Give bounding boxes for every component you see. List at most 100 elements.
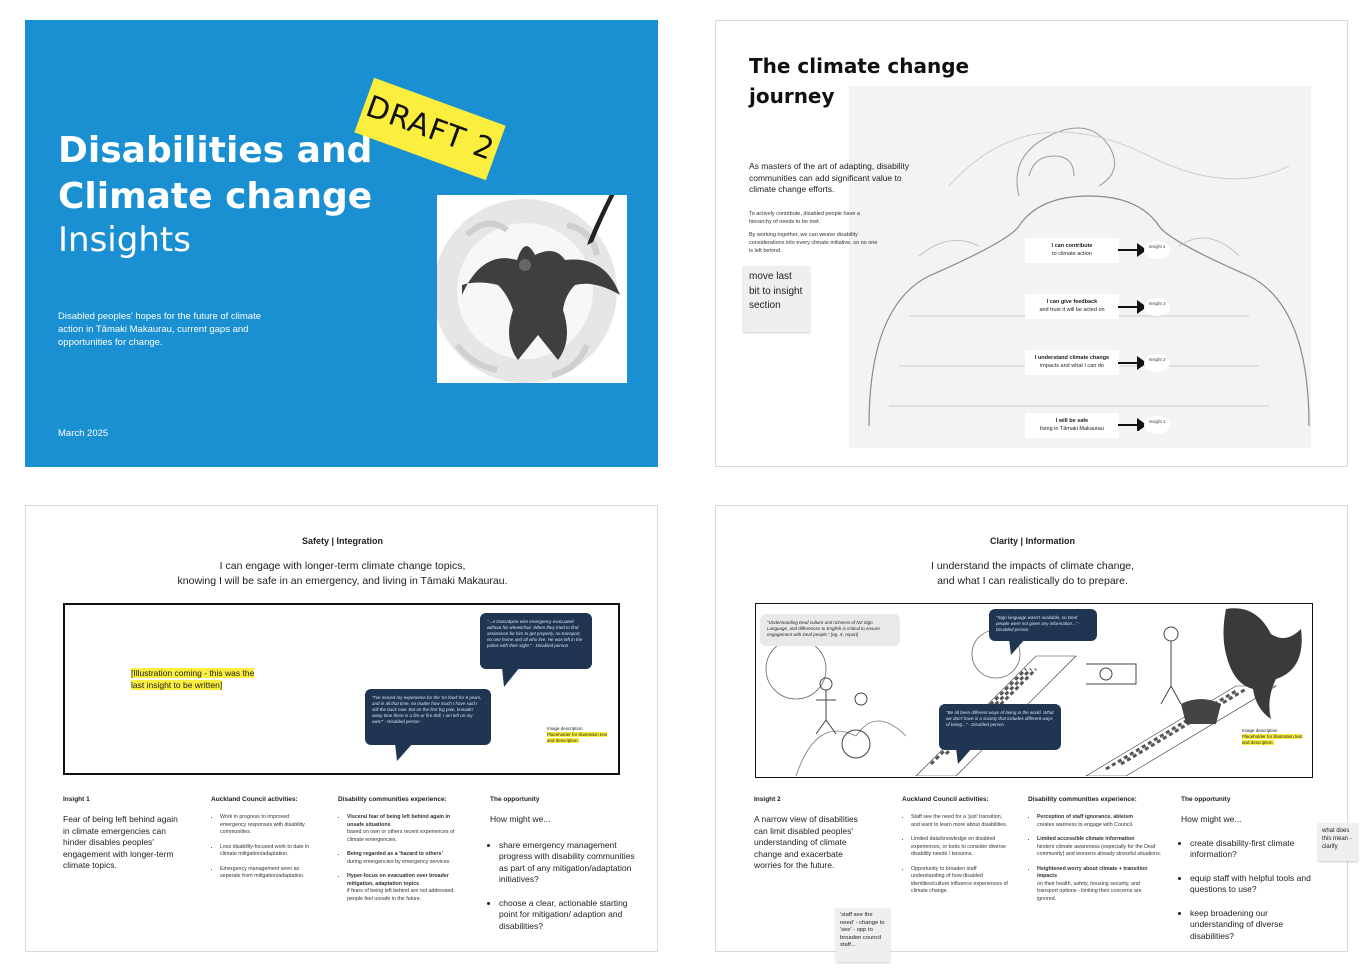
journey-body: To actively contribute, disabled people … <box>749 210 879 255</box>
opportunity-heading: The opportunity <box>490 796 540 803</box>
journey-step-safe[interactable]: I will be safe living in Tāmaki Makaurau <box>1025 413 1119 438</box>
council-heading: Auckland Council activities: <box>902 796 989 803</box>
opportunity-list: How might we... share emergency manageme… <box>490 814 640 944</box>
image-description-text: Placeholder for illustration text and de… <box>1242 734 1303 745</box>
opportunity-item: choose a clear, actionable starting poin… <box>499 898 640 933</box>
community-item: Being regarded as a 'hazard to others'du… <box>347 851 468 866</box>
draft-tag[interactable]: DRAFT 2 <box>354 77 506 181</box>
slide-lead: I understand the impacts of climate chan… <box>716 559 1347 589</box>
image-description: Image description Placeholder for illust… <box>547 726 609 744</box>
comment-sticky-note[interactable]: 'staff see the need' - change to 'see' -… <box>836 908 890 962</box>
community-list: Perception of staff ignorance, ableismcr… <box>1028 814 1162 910</box>
title-line-2: Climate change <box>58 176 373 217</box>
quote-bubble: "Be all been different ways of being in … <box>939 704 1061 750</box>
image-description: Image description Placeholder for illust… <box>1242 728 1306 746</box>
slide-date: March 2025 <box>58 428 109 439</box>
comment-sticky-note[interactable]: what does this mean - clarify <box>1318 823 1358 861</box>
journey-para-1: To actively contribute, disabled people … <box>749 211 860 225</box>
community-item: Perception of staff ignorance, ableismcr… <box>1037 814 1162 829</box>
bubble-tail <box>956 748 972 764</box>
opportunity-item: create disability-first climate informat… <box>1190 838 1319 861</box>
community-item: Visceral fear of being left behind again… <box>347 814 468 844</box>
community-heading: Disability communities experience: <box>338 796 447 803</box>
community-item: Limited accessible climate informationhi… <box>1037 836 1162 859</box>
journey-step-understand[interactable]: I understand climate change impacts and … <box>1025 350 1119 375</box>
image-description-text: Placeholder for illustration text and de… <box>547 732 608 743</box>
slide-subtitle: Disabled peoples' hopes for the future o… <box>58 311 262 348</box>
quote-bubble: "Sign language wasn't available, so Deaf… <box>989 609 1097 641</box>
step-sub: living in Tāmaki Makaurau <box>1040 426 1104 432</box>
placeholder-line-2: last insight to be written] <box>131 680 223 690</box>
bubble-tail <box>1009 639 1025 655</box>
slide-journey[interactable]: The climate change journey As masters of… <box>715 20 1348 467</box>
image-description-label: Image description <box>547 726 583 731</box>
quote-box: "Understanding Deaf culture and richness… <box>760 614 900 646</box>
insight-label: Insight 1 <box>63 796 90 803</box>
community-item: Hyper-focus on evacuation over broader m… <box>347 873 468 903</box>
slide-lead: I can engage with longer-term climate ch… <box>26 559 657 589</box>
journey-sketch <box>849 86 1311 448</box>
journey-title: The climate change journey <box>749 51 979 111</box>
journey-para-2: By working together, we can weave disabi… <box>749 232 878 254</box>
opportunity-intro: How might we... <box>1181 814 1242 824</box>
bubble-tail <box>502 667 520 687</box>
journey-title-line-2: journey <box>749 84 835 108</box>
sticky-note[interactable]: move last bit to insight section <box>743 266 810 332</box>
council-item: Emergency management seen as seperate fr… <box>220 866 316 881</box>
image-description-label: Image description <box>1242 728 1278 733</box>
council-item: Limited data/knowledge on disabled exper… <box>911 836 1010 859</box>
journey-step-feedback[interactable]: I can give feedback and trust it will be… <box>1025 294 1119 319</box>
community-heading: Disability communities experience: <box>1028 796 1137 803</box>
opportunity-item: equip staff with helpful tools and quest… <box>1190 873 1319 896</box>
slide-title[interactable]: Disabilities and Climate change Insights… <box>25 20 658 467</box>
slide-title-heading: Disabilities and Climate change <box>58 128 372 220</box>
placeholder-line-1: [Illustration coming - this was the <box>131 668 255 678</box>
step-sub: to climate action <box>1052 251 1092 257</box>
council-item: Less disability-focused work to date in … <box>220 844 316 859</box>
journey-title-line-1: The climate change <box>749 54 970 78</box>
step-title: I understand climate change <box>1034 355 1110 361</box>
slide-insight-1[interactable]: Safety | Integration I can engage with l… <box>25 505 658 952</box>
quote-bubble: "...A transalpine wire emergency evacuat… <box>480 613 592 669</box>
insight-badge-3[interactable]: Insight 3 <box>1144 298 1170 316</box>
bubble-tail <box>395 743 413 761</box>
quote-bubble: "I've moved my experience for the 'Im fo… <box>365 689 491 745</box>
step-sub: impacts and what I can do <box>1040 363 1104 369</box>
illustration-frame: [Illustration coming - this was the last… <box>63 603 620 775</box>
slide-header: Clarity | Information <box>989 536 1076 546</box>
insight-badge-2[interactable]: Insight 2 <box>1144 354 1170 372</box>
opportunity-intro: How might we... <box>490 814 551 824</box>
council-item: Opportunity to broaden staff understandi… <box>911 866 1010 896</box>
step-sub: and trust it will be acted on <box>1039 307 1105 313</box>
lead-line-2: and what I can realistically do to prepa… <box>937 575 1128 587</box>
insight-badge-1[interactable]: Insight 1 <box>1144 416 1170 434</box>
opportunity-item: share emergency management progress with… <box>499 840 640 886</box>
council-list: Work in progress to improved emergency r… <box>211 814 316 888</box>
step-title: I can contribute <box>1051 243 1093 249</box>
title-line-3: Insights <box>58 220 191 260</box>
council-list: Staff see the need for a 'just' transiti… <box>902 814 1010 903</box>
journey-step-contribute[interactable]: I can contribute to climate action <box>1025 238 1119 263</box>
insight-text: A narrow view of disabilities can limit … <box>754 814 858 870</box>
council-item: Staff see the need for a 'just' transiti… <box>911 814 1010 829</box>
council-heading: Auckland Council activities: <box>211 796 298 803</box>
lead-line-1: I can engage with longer-term climate ch… <box>219 560 466 572</box>
illustration-placeholder: [Illustration coming - this was the last… <box>131 667 255 691</box>
title-line-1: Disabilities and <box>58 130 373 171</box>
insight-text: Fear of being left behind again in clima… <box>63 814 178 870</box>
quote-text: "Understanding Deaf culture and richness… <box>767 620 880 637</box>
opportunity-heading: The opportunity <box>1181 796 1231 803</box>
slide-header: Safety | Integration <box>301 536 384 546</box>
community-list: Visceral fear of being left behind again… <box>338 814 468 910</box>
insight-badge-4[interactable]: Insight 4 <box>1144 241 1170 259</box>
manu-bird-illustration <box>433 190 627 383</box>
opportunity-item: keep broadening our understanding of div… <box>1190 908 1319 943</box>
illustration-frame: "Understanding Deaf culture and richness… <box>755 603 1313 778</box>
lead-line-1: I understand the impacts of climate chan… <box>930 560 1135 572</box>
lead-line-2: knowing I will be safe in an emergency, … <box>177 575 508 587</box>
community-item: Heightened worry about climate + transit… <box>1037 866 1162 904</box>
slide-insight-2[interactable]: Clarity | Information I understand the i… <box>715 505 1348 952</box>
insight-label: Insight 2 <box>754 796 781 803</box>
step-title: I will be safe <box>1055 418 1089 424</box>
